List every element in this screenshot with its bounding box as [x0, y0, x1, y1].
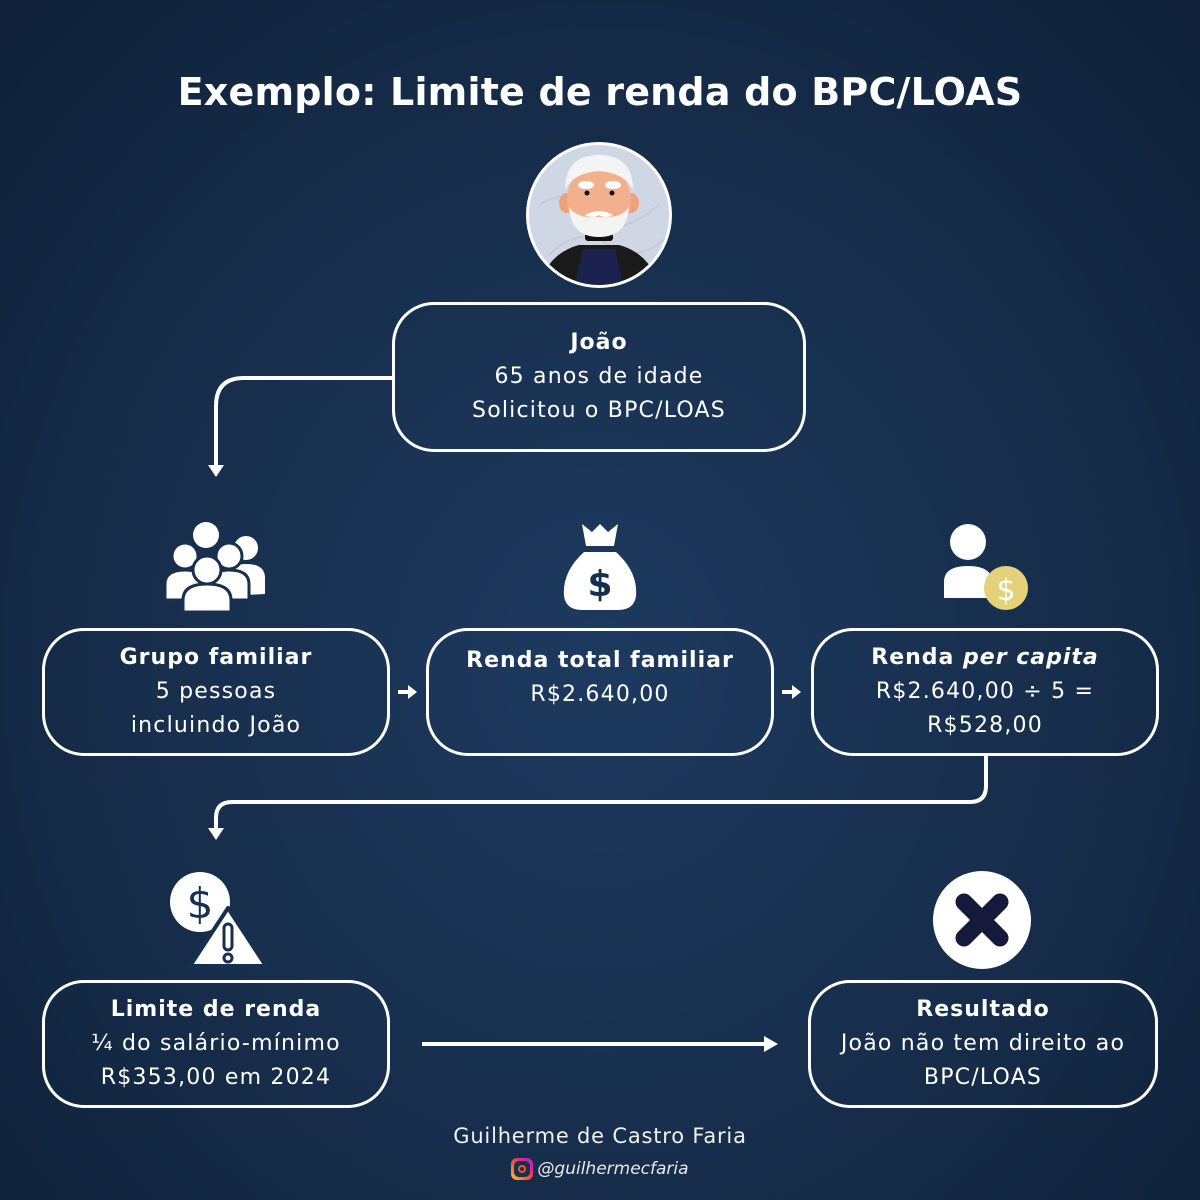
- person-info-box: João 65 anos de idade Solicitou o BPC/LO…: [392, 302, 806, 452]
- x-circle-icon: [932, 870, 1032, 970]
- svg-text:$: $: [587, 564, 612, 605]
- per-capita-value: R$528,00: [927, 713, 1043, 738]
- family-group-heading: Grupo familiar: [119, 645, 313, 670]
- family-group-note: incluindo João: [130, 713, 302, 738]
- per-capita-heading: Renda per capita: [871, 641, 1099, 675]
- result-line-1: João não tem direito ao: [840, 1031, 1126, 1056]
- per-capita-calculation: R$2.640,00 ÷ 5 =: [875, 679, 1095, 704]
- instagram-handle-row: @guilhermecfaria: [0, 1158, 1200, 1180]
- total-income-heading: Renda total familiar: [466, 648, 734, 673]
- family-group-count: 5 pessoas: [155, 679, 277, 704]
- result-heading: Resultado: [916, 997, 1050, 1022]
- result-box: Resultado João não tem direito ao BPC/LO…: [808, 980, 1158, 1108]
- connector-arrow-to-limit: [208, 756, 988, 840]
- income-limit-value: R$353,00 em 2024: [100, 1065, 332, 1090]
- person-age: 65 anos de idade: [494, 364, 704, 389]
- money-bag-icon: $: [562, 520, 638, 612]
- total-income-box: Renda total familiar R$2.640,00: [426, 628, 774, 756]
- family-group-icon: [163, 518, 269, 614]
- instagram-icon: [511, 1158, 534, 1180]
- person-name: João: [570, 330, 628, 355]
- arrow-right-icon: [782, 685, 801, 699]
- person-action: Solicitou o BPC/LOAS: [472, 398, 726, 423]
- family-group-box: Grupo familiar 5 pessoas incluindo João: [42, 628, 390, 756]
- income-limit-rule: ¼ do salário-mínimo: [91, 1031, 341, 1056]
- per-capita-heading-prefix: Renda: [871, 645, 964, 670]
- per-capita-income-box: Renda per capita R$2.640,00 ÷ 5 = R$528,…: [811, 628, 1159, 756]
- per-capita-heading-italic: per capita: [963, 645, 1099, 670]
- page-title: Exemplo: Limite de renda do BPC/LOAS: [177, 70, 1023, 114]
- instagram-handle[interactable]: @guilhermecfaria: [537, 1159, 689, 1179]
- elderly-man-avatar: [526, 142, 672, 288]
- total-income-value: R$2.640,00: [530, 682, 670, 707]
- dollar-warning-icon: $: [168, 870, 268, 968]
- arrow-right-icon: [398, 685, 417, 699]
- svg-text:$: $: [187, 879, 214, 928]
- income-limit-box: Limite de renda ¼ do salário-mínimo R$35…: [42, 980, 390, 1108]
- connector-arrow-to-family: [208, 376, 392, 477]
- svg-text:$: $: [996, 573, 1015, 608]
- arrow-to-result: [422, 1036, 778, 1052]
- result-line-2: BPC/LOAS: [923, 1065, 1043, 1090]
- income-limit-heading: Limite de renda: [110, 997, 322, 1022]
- person-coin-icon: $: [940, 522, 1032, 614]
- author-name: Guilherme de Castro Faria: [453, 1124, 747, 1148]
